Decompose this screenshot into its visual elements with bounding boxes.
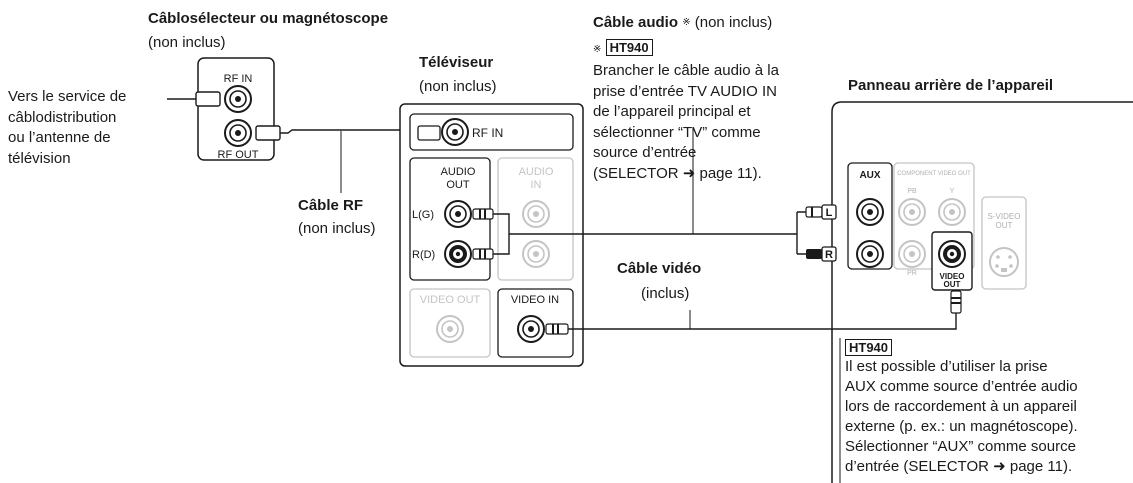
cable-box-rf-in-label: RF IN [224, 73, 253, 85]
aux-note-line-3: lors de raccordement à un appareil [845, 398, 1077, 415]
audio-cable-heading: Câble audio ※ (non inclus) [593, 13, 772, 33]
audio-note-line-2: prise d’entrée TV AUDIO IN [593, 82, 777, 100]
aux-note-model-row: HT940 [845, 338, 893, 358]
rear-panel-outline [831, 101, 1133, 483]
audio-cable-title: Câble audio [593, 14, 679, 31]
video-cable-subtitle: (inclus) [641, 285, 690, 302]
tv-video-in-label: VIDEO IN [511, 294, 559, 306]
audio-note-line-4: sélectionner “TV” comme [593, 123, 761, 141]
tv-audio-out-l-jack [444, 200, 472, 228]
pb-label: PB [907, 188, 917, 195]
aux-note-line-5: Sélectionner “AUX” comme source [845, 438, 1076, 455]
cable-box-rf-in-jack [224, 85, 252, 113]
s-video-jack [989, 247, 1019, 277]
antenna-text: Vers le service de câblodistribution ou … [8, 87, 126, 169]
audio-note-line-6: (SELECTOR ➜ page 11). [593, 164, 762, 182]
audio-cable-model-badge: HT940 [605, 39, 653, 56]
tv-audio-in-label-2: IN [531, 179, 542, 191]
tv-audio-out-label-1: AUDIO [441, 166, 476, 178]
aux-note-model-badge: HT940 [845, 339, 893, 356]
cable-box-subtitle: (non inclus) [148, 34, 226, 51]
tv-right-channel-label: R(D) [412, 249, 435, 261]
audio-cable-asterisk: ※ [682, 17, 691, 28]
antenna-line-4: télévision [8, 149, 71, 167]
tv-audio-in-l-jack [522, 200, 550, 228]
tv-video-out-label: VIDEO OUT [420, 294, 481, 306]
video-cable [568, 312, 957, 330]
tv-audio-out-label-2: OUT [446, 179, 470, 191]
s-video-label-2: OUT [996, 221, 1013, 230]
video-out-label-1: VIDEO [940, 272, 965, 281]
pr-label: PR [907, 270, 917, 277]
cable-box-rf-out-jack [224, 119, 252, 147]
audio-cable-note: Brancher le câble audio à la prise d’ent… [593, 61, 779, 184]
cable-box-rf-out-label: RF OUT [218, 149, 259, 161]
video-cable-title: Câble vidéo [617, 260, 702, 277]
antenna-line-3: ou l’antenne de [8, 129, 111, 146]
tv-subtitle: (non inclus) [419, 78, 497, 95]
audio-note-line-5: source d’entrée [593, 144, 697, 161]
video-out-label-2: OUT [944, 280, 961, 289]
cable-box-title: Câblosélecteur ou magnétoscope [148, 10, 389, 27]
aux-label: AUX [859, 170, 880, 181]
tv-left-channel-label: L(G) [412, 209, 434, 221]
audio-cable [493, 211, 806, 255]
rear-panel-title: Panneau arrière de l’appareil [848, 77, 1054, 94]
aux-note: Il est possible d’utiliser la prise AUX … [845, 357, 1078, 477]
tv-video-in-jack [517, 315, 545, 343]
aux-note-line-6: d’entrée (SELECTOR ➜ page 11). [845, 458, 1073, 475]
audio-cable-note-marker: ※ [593, 44, 602, 55]
antenna-line-2: câblodistribution [8, 108, 117, 126]
tv-audio-in-label-1: AUDIO [519, 166, 554, 178]
tv-title: Téléviseur [419, 54, 494, 71]
rf-cable-title: Câble RF [298, 197, 364, 214]
aux-l-jack [856, 198, 884, 226]
plug-l-label: L [826, 207, 833, 219]
antenna-line-1: Vers le service de [8, 88, 127, 105]
tv-audio-out-r-jack [444, 240, 472, 268]
component-pr-jack [898, 240, 926, 268]
tv-video-out-jack [436, 315, 464, 343]
s-video-label-1: S-VIDEO [988, 212, 1021, 221]
component-pb-jack [898, 198, 926, 226]
aux-note-line-2: AUX comme source d’entrée audio [845, 378, 1078, 395]
audio-cable-subtitle: (non inclus) [694, 14, 773, 31]
tv-audio-in-r-jack [522, 240, 550, 268]
tv-rf-in-jack [441, 118, 469, 146]
rf-cable [280, 129, 418, 134]
tv-rf-in-label: RF IN [472, 126, 503, 140]
aux-note-line-4: externe (p. ex.: un magnétoscope). [845, 418, 1078, 435]
y-label: Y [950, 188, 955, 195]
audio-cable-model-row: ※ HT940 [593, 38, 653, 60]
audio-note-line-1: Brancher le câble audio à la [593, 62, 779, 79]
aux-note-line-1: Il est possible d’utiliser la prise [845, 358, 1048, 375]
plug-r-label: R [825, 249, 833, 261]
aux-r-jack [856, 240, 884, 268]
audio-note-line-3: de l’appareil principal et [593, 103, 751, 120]
video-out-jack [938, 240, 966, 268]
component-video-label: COMPONENT VIDEO OUT [897, 171, 971, 177]
rf-cable-subtitle: (non inclus) [298, 220, 376, 237]
component-y-jack [938, 198, 966, 226]
